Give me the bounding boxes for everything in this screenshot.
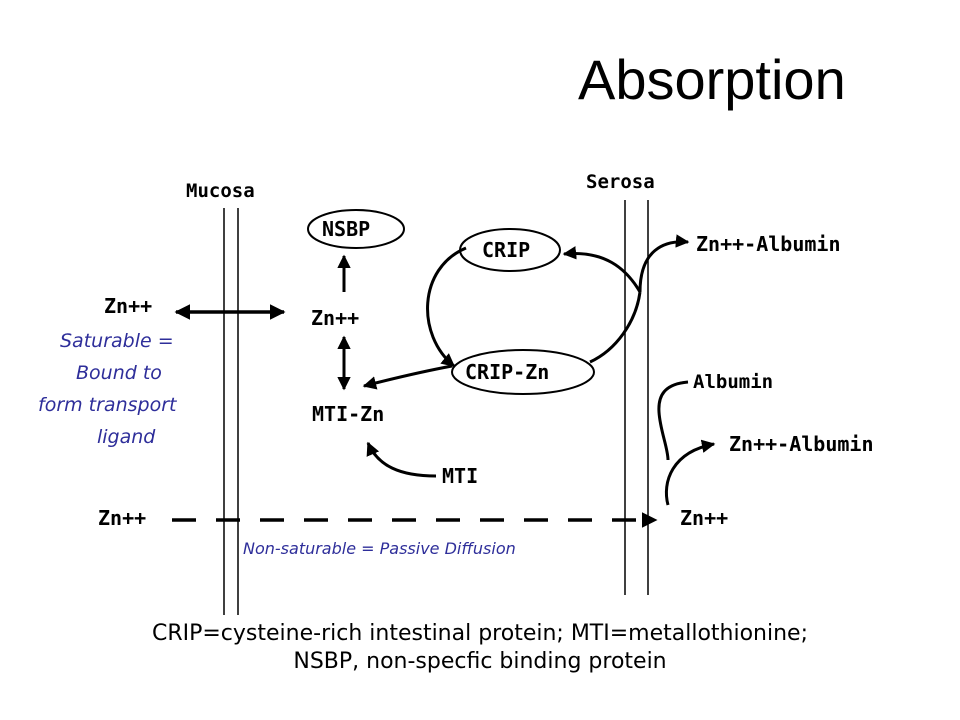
footer-line-1: CRIP=cysteine-rich intestinal protein; M… <box>151 621 809 646</box>
zn-passive-left-label: Zn++ <box>98 506 147 530</box>
crip-zn-to-serosa-arc <box>589 291 642 364</box>
saturable-note-line-1: Saturable = <box>60 330 174 352</box>
zn-to-albumin-bottom-arc <box>664 439 716 506</box>
slide-title: Absorption <box>578 48 846 111</box>
crip-zn-label: CRIP-Zn <box>465 360 550 384</box>
footer-line-2: NSBP, non-specfic binding protein <box>293 649 667 674</box>
zn-lumen-label: Zn++ <box>104 294 153 318</box>
crip-label: CRIP <box>482 238 531 262</box>
albumin-curve <box>657 380 689 461</box>
zn-albumin-top-label: Zn++-Albumin <box>696 232 841 256</box>
crip-zn-to-mti-zn-arrow <box>362 364 453 390</box>
albumin-label: Albumin <box>693 371 774 393</box>
saturable-note-line-3: form transport <box>38 394 177 416</box>
non-saturable-note: Non-saturable = Passive Diffusion <box>243 539 516 558</box>
nsbp-ellipse <box>307 209 405 249</box>
saturable-note-line-2: Bound to <box>76 362 162 384</box>
crip-zn-ellipse <box>451 349 595 395</box>
mti-label: MTI <box>442 464 479 488</box>
serosa-to-crip-arc <box>562 246 642 293</box>
nsbp-label: NSBP <box>322 217 371 241</box>
mucosa-label: Mucosa <box>186 180 255 202</box>
mti-zn-label: MTI-Zn <box>312 402 385 426</box>
crip-to-crip-zn-arc <box>426 246 467 368</box>
zn-albumin-bottom-label: Zn++-Albumin <box>729 432 874 456</box>
saturable-note-line-4: ligand <box>97 426 156 448</box>
mti-to-mti-zn-arrow <box>366 441 437 478</box>
serosa-label: Serosa <box>586 171 655 193</box>
zn-cell-label: Zn++ <box>311 306 360 330</box>
zn-passive-right-label: Zn++ <box>680 506 729 530</box>
zn-to-albumin-top-arc <box>638 234 690 293</box>
